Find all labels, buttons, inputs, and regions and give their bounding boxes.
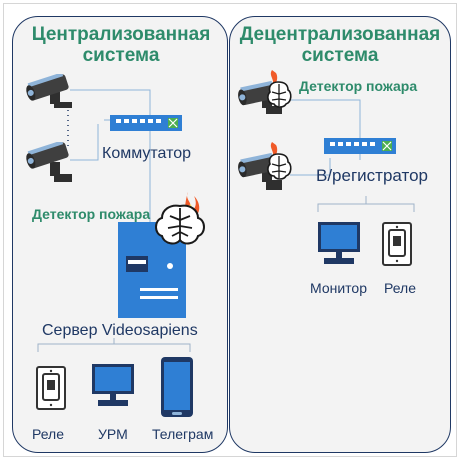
camera-icon [238, 70, 292, 114]
switch-label: Коммутатор [102, 145, 192, 162]
relay-icon [382, 222, 412, 266]
decentralized-title-line2: система [301, 45, 379, 66]
decentralized-title-line1: Децентрализованная [239, 24, 441, 45]
centralized-title-line1: Централизованная [31, 24, 211, 45]
outputs-bracket [37, 343, 191, 352]
dec-output-label-relay: Реле [384, 280, 416, 296]
dec-camera2-link [290, 158, 331, 176]
output-label-relay: Реле [32, 426, 64, 442]
centralized-title-line2: система [82, 45, 160, 66]
centralized-title: Централизованная система [18, 24, 224, 66]
dec-fire-detector-label: Детектор пожара [299, 78, 418, 94]
fire-detector-label: Детектор пожара [32, 206, 151, 222]
dec-output-label-monitor: Монитор [310, 280, 367, 296]
monitor-icon [318, 222, 360, 264]
output-label-telegram: Телеграм [152, 426, 214, 442]
phone-icon [161, 357, 193, 417]
recorder-label: В/регистратор [316, 166, 428, 185]
camera-icon [26, 142, 72, 182]
dec-outputs-bracket [317, 203, 415, 212]
camera-icon [238, 142, 292, 190]
relay-icon [36, 366, 66, 410]
camera-icon [26, 74, 72, 108]
brain-fire-icon [155, 192, 205, 245]
output-label-workstation: УРМ [98, 426, 128, 442]
monitor-icon [92, 364, 134, 406]
server-label: Сервер Videosapiens [42, 322, 198, 339]
decentralized-title: Децентрализованная система [230, 24, 450, 66]
switch-icon [324, 138, 396, 154]
camera2-link [70, 124, 99, 161]
switch-icon [110, 115, 182, 131]
